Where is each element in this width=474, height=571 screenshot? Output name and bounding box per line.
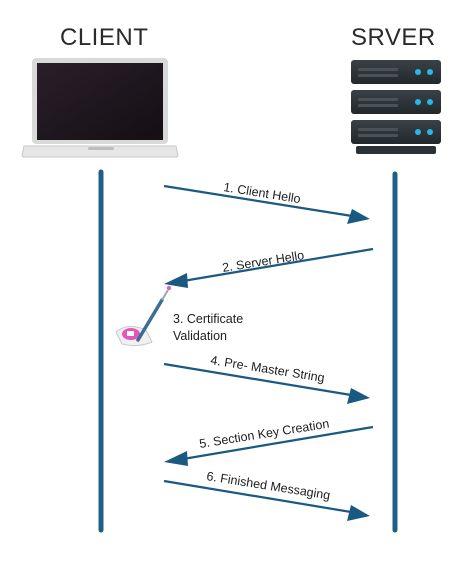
arrow-pre-master — [163, 362, 370, 404]
step-3-label-line1: 3. Certificate — [173, 312, 244, 326]
step-3-label-line2: Validation — [173, 329, 227, 343]
server-rack-icon — [351, 60, 441, 154]
step-2-label: 2. Server Hello — [221, 248, 305, 275]
arrow-session-key — [164, 425, 374, 466]
arrow-client-hello — [163, 184, 370, 224]
certificate-scroll-icon — [115, 285, 172, 347]
laptop-icon — [21, 58, 179, 158]
arrow-server-hello — [164, 247, 374, 288]
server-title: SRVER — [351, 24, 436, 51]
arrow-finished — [163, 479, 370, 521]
client-title: CLIENT — [60, 24, 149, 51]
step-3-label: 3. Certificate Validation — [173, 311, 243, 345]
